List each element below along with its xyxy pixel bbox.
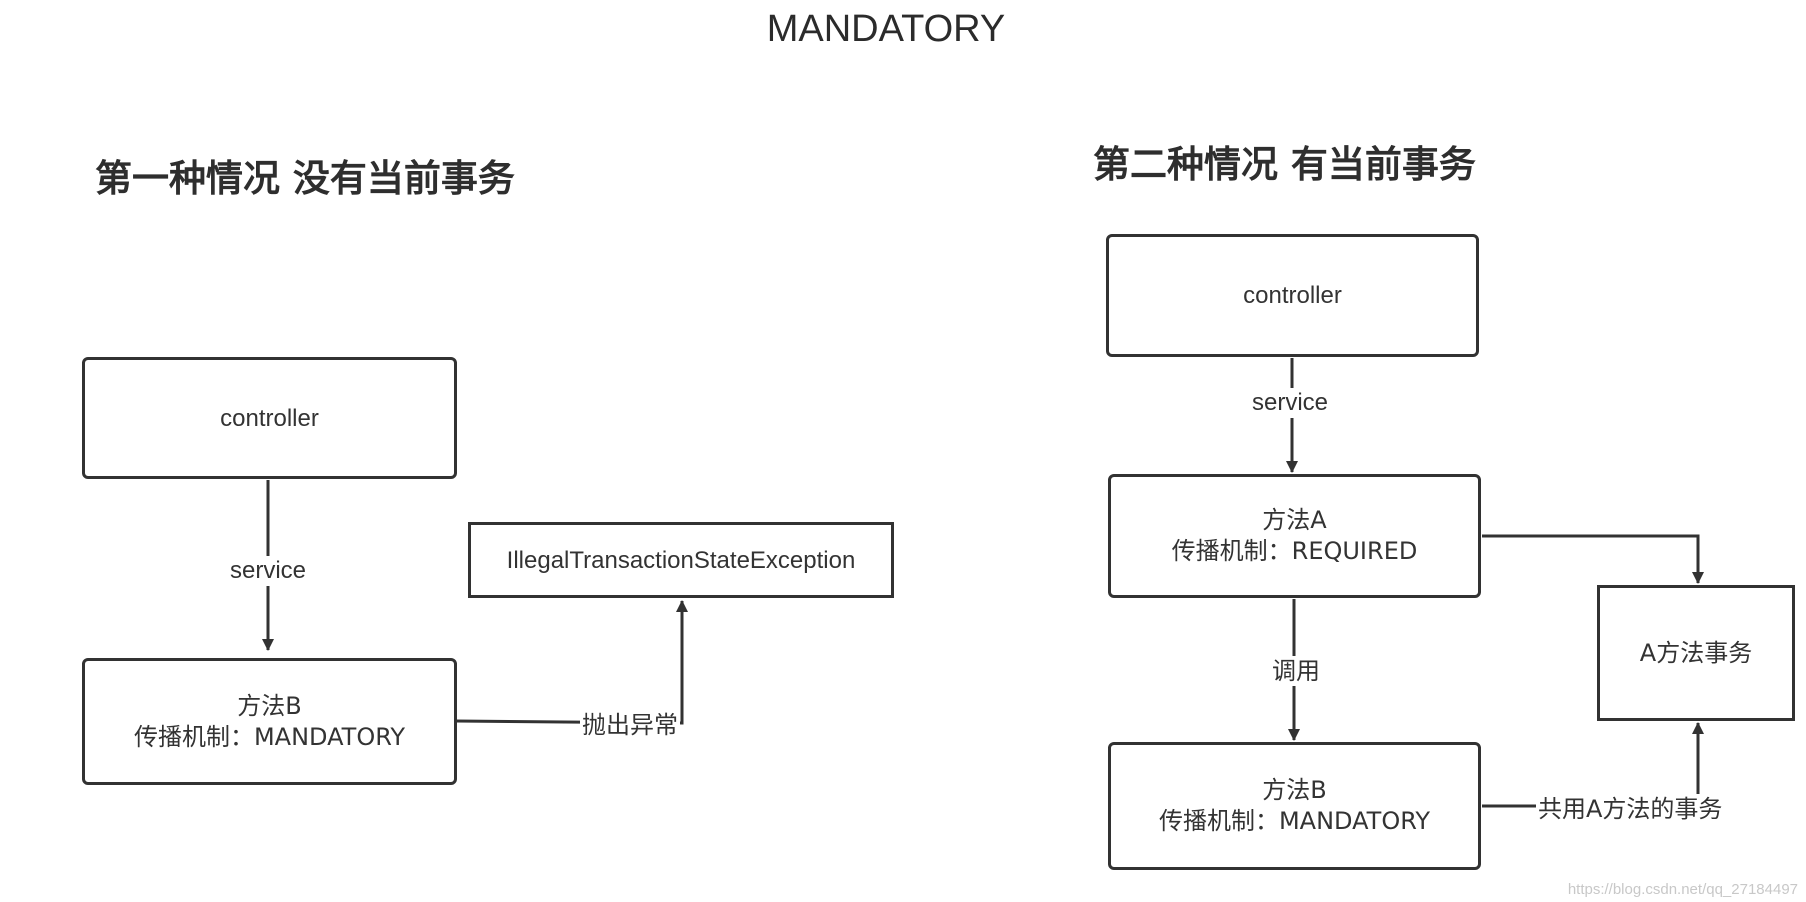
case1-controller-box: controller <box>82 357 457 479</box>
case2-heading: 第二种情况 有当前事务 <box>1093 143 1476 186</box>
case2-share-label: 共用A方法的事务 <box>1536 794 1725 824</box>
case2-method-a-name: 方法A <box>1262 506 1327 534</box>
case2-a-transaction-label: A方法事务 <box>1639 638 1753 667</box>
case1-method-b-box: 方法B 传播机制：MANDATORY <box>82 658 457 785</box>
page-title: MANDATORY <box>766 8 1006 50</box>
case1-controller-label: controller <box>220 404 319 432</box>
case1-method-b-propagation: 传播机制：MANDATORY <box>133 722 406 751</box>
case1-heading: 第一种情况 没有当前事务 <box>95 157 515 200</box>
arrow-method-b-to-exception <box>455 600 688 725</box>
case2-method-b-box: 方法B 传播机制：MANDATORY <box>1108 742 1481 870</box>
case1-exception-label: IllegalTransactionStateException <box>506 546 856 574</box>
arrow-method-a-to-a-transaction <box>1482 534 1704 584</box>
case2-method-a-propagation: 传播机制：REQUIRED <box>1171 537 1418 565</box>
case2-controller-label: controller <box>1243 282 1342 309</box>
case1-service-label: service <box>228 556 309 586</box>
case2-service-label: service <box>1250 388 1331 418</box>
case2-method-b-propagation: 传播机制：MANDATORY <box>1158 807 1431 835</box>
case2-method-a-box: 方法A 传播机制：REQUIRED <box>1108 474 1481 598</box>
case2-method-b-name: 方法B <box>1262 776 1327 804</box>
case1-method-b-name: 方法B <box>237 691 302 720</box>
case1-exception-box: IllegalTransactionStateException <box>468 522 894 598</box>
case2-a-transaction-box: A方法事务 <box>1597 585 1795 721</box>
case2-controller-box: controller <box>1106 234 1479 357</box>
case2-call-label: 调用 <box>1270 656 1322 686</box>
watermark: https://blog.csdn.net/qq_27184497 <box>1567 881 1798 898</box>
case1-throw-label: 抛出异常 <box>580 710 680 740</box>
